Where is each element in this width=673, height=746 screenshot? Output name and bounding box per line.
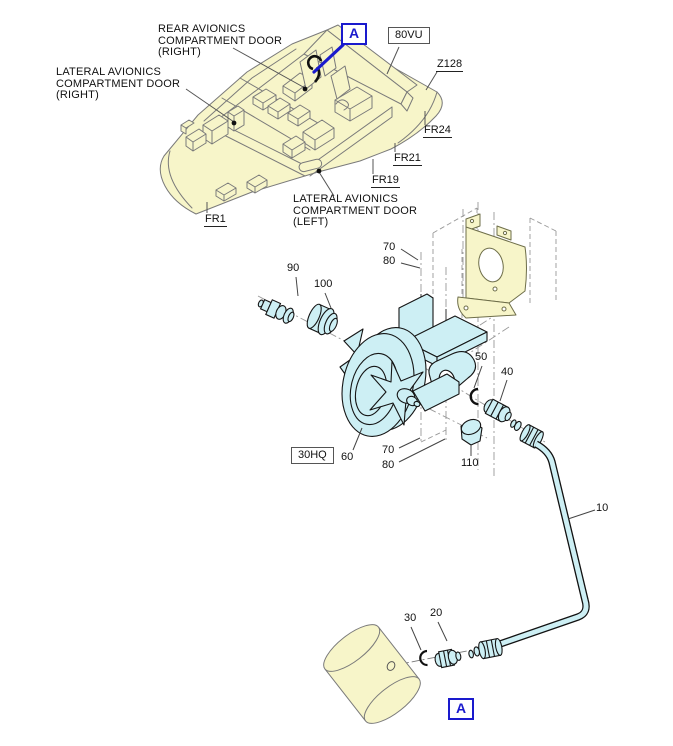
- callout-30: 30: [404, 612, 417, 624]
- callout-20: 20: [430, 607, 443, 619]
- leader-dots: [231, 86, 322, 174]
- callout-80-top: 80: [383, 255, 396, 267]
- callout-70-bottom: 70: [382, 444, 395, 456]
- mounting-bracket-drawing: [457, 213, 527, 319]
- fitting-90: [257, 298, 295, 324]
- detail-a-marker-bottom[interactable]: A: [448, 698, 475, 720]
- cap-100: [306, 303, 338, 336]
- lateral-right-door-label: LATERAL AVIONICS COMPARTMENT DOOR (RIGHT…: [56, 66, 181, 101]
- detail-a-marker-top[interactable]: A: [341, 23, 368, 45]
- frame-fr19-label: FR19: [371, 174, 400, 188]
- tube-drawing: [498, 440, 590, 648]
- callout-90: 90: [287, 262, 300, 274]
- frame-fr1-label: FR1: [204, 213, 227, 227]
- callout-110: 110: [461, 457, 479, 469]
- detail-a-leader-line: [312, 43, 345, 74]
- valve-body-drawing: [339, 293, 488, 446]
- frame-fr21-label: FR21: [393, 152, 422, 166]
- retaining-ring-50: [469, 387, 479, 406]
- frame-fr24-label: FR24: [423, 124, 452, 138]
- union-fitting-40: [483, 398, 544, 449]
- retaining-ring-30: [419, 649, 428, 667]
- callout-60: 60: [341, 451, 354, 463]
- equipment-30hq-label: 30HQ: [291, 447, 334, 464]
- panel-80vu-label: 80VU: [388, 27, 430, 44]
- rear-avionics-door-label: REAR AVIONICS COMPARTMENT DOOR (RIGHT): [158, 23, 283, 58]
- tube-end-fittings: [434, 637, 503, 669]
- callout-10: 10: [596, 502, 609, 514]
- callout-50: 50: [475, 351, 488, 363]
- callout-100: 100: [314, 278, 333, 290]
- aircraft-leader-lines: [185, 46, 438, 213]
- callout-80-bottom: 80: [382, 459, 395, 471]
- callout-leader-lines: [295, 248, 596, 651]
- lateral-left-door-label: LATERAL AVIONICS COMPARTMENT DOOR (LEFT): [293, 193, 418, 228]
- callout-40: 40: [501, 366, 514, 378]
- zone-z128-label: Z128: [436, 58, 464, 72]
- reservoir-drawing: [323, 624, 421, 724]
- callout-70-top: 70: [383, 241, 396, 253]
